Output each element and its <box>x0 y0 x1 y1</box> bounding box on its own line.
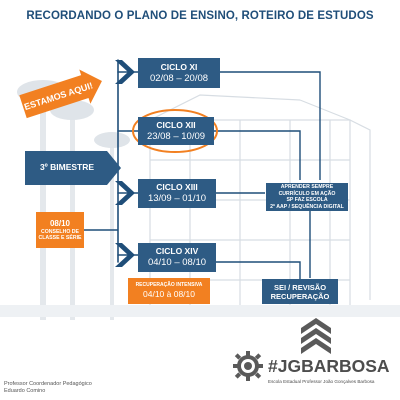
conselho-line2: CLASSE E SÉRIE <box>38 235 82 241</box>
coordinator-line2: Eduardo Comino <box>4 388 46 394</box>
conselho-box: 08/10 CONSELHO DE CLASSE E SÉRIE <box>36 212 84 248</box>
current-cycle-highlight <box>132 109 218 153</box>
cycle-label: CICLO XIV <box>155 246 199 256</box>
aprender-line4: 2ª AAP / SEQUÊNCIA DIGITAL <box>270 203 344 210</box>
coordinator-credit: Professor Coordenador Pedagógico Eduardo… <box>4 381 92 395</box>
chevron-logo <box>301 318 331 354</box>
coordinator-line1: Professor Coordenador Pedagógico <box>4 381 92 387</box>
cycle-label: CICLO XI <box>160 61 198 72</box>
arrow-chevron-3 <box>115 181 135 205</box>
school-gear-logo <box>233 351 263 381</box>
sei-line2: RECUPERAÇÃO <box>270 291 330 301</box>
sei-revisao-box: SEI / REVISÃO RECUPERAÇÃO <box>262 279 338 304</box>
bimestre-arrow <box>25 151 121 185</box>
cycle-dates: 23/08 – 10/09 <box>146 130 206 142</box>
recuperacao-label: RECUPERAÇÃO INTENSIVA <box>135 282 203 288</box>
cycle-xi-box: CICLO XI 02/08 – 20/08 <box>138 58 220 88</box>
cycle-label: CICLO XII <box>156 119 196 130</box>
recuperacao-dates: 04/10 à 08/10 <box>143 289 195 299</box>
aprender-line1: APRENDER SEMPRE <box>280 184 334 190</box>
conselho-date: 08/10 <box>49 218 71 228</box>
cycle-xii-box: CICLO XII 23/08 – 10/09 <box>138 117 214 145</box>
cycle-label: CICLO XIII <box>156 182 198 192</box>
cycle-xiii-box: CICLO XIII 13/09 – 01/10 <box>138 179 216 208</box>
cycle-xiv-box: CICLO XIV 04/10 – 08/10 <box>138 243 216 272</box>
arrow-chevron-1 <box>115 60 135 84</box>
conselho-line1: CONSELHO DE <box>40 228 80 235</box>
aprender-sempre-box: APRENDER SEMPRE CURRÍCULO EM AÇÃO SP FAZ… <box>266 183 348 211</box>
arrow-chevron-4 <box>115 243 135 267</box>
cycle-dates: 13/09 – 01/10 <box>147 193 207 204</box>
aprender-line3: SP FAZ ESCOLA <box>286 197 328 203</box>
cycle-dates: 04/10 – 08/10 <box>147 257 207 268</box>
cycle-dates: 02/08 – 20/08 <box>149 72 209 84</box>
recuperacao-box: RECUPERAÇÃO INTENSIVA 04/10 à 08/10 <box>128 278 210 304</box>
aprender-line2: CURRÍCULO EM AÇÃO <box>278 190 336 197</box>
hashtag: #JGBARBOSA <box>268 356 390 376</box>
school-name: Escola Estadual Professor João Gonçalves… <box>268 379 375 384</box>
page-title: RECORDANDO O PLANO DE ENSINO, ROTEIRO DE… <box>26 10 374 22</box>
callout-arrow <box>19 69 102 119</box>
sei-line1: SEI / REVISÃO <box>273 282 327 292</box>
bimestre-label: 3º BIMESTRE <box>39 162 95 172</box>
